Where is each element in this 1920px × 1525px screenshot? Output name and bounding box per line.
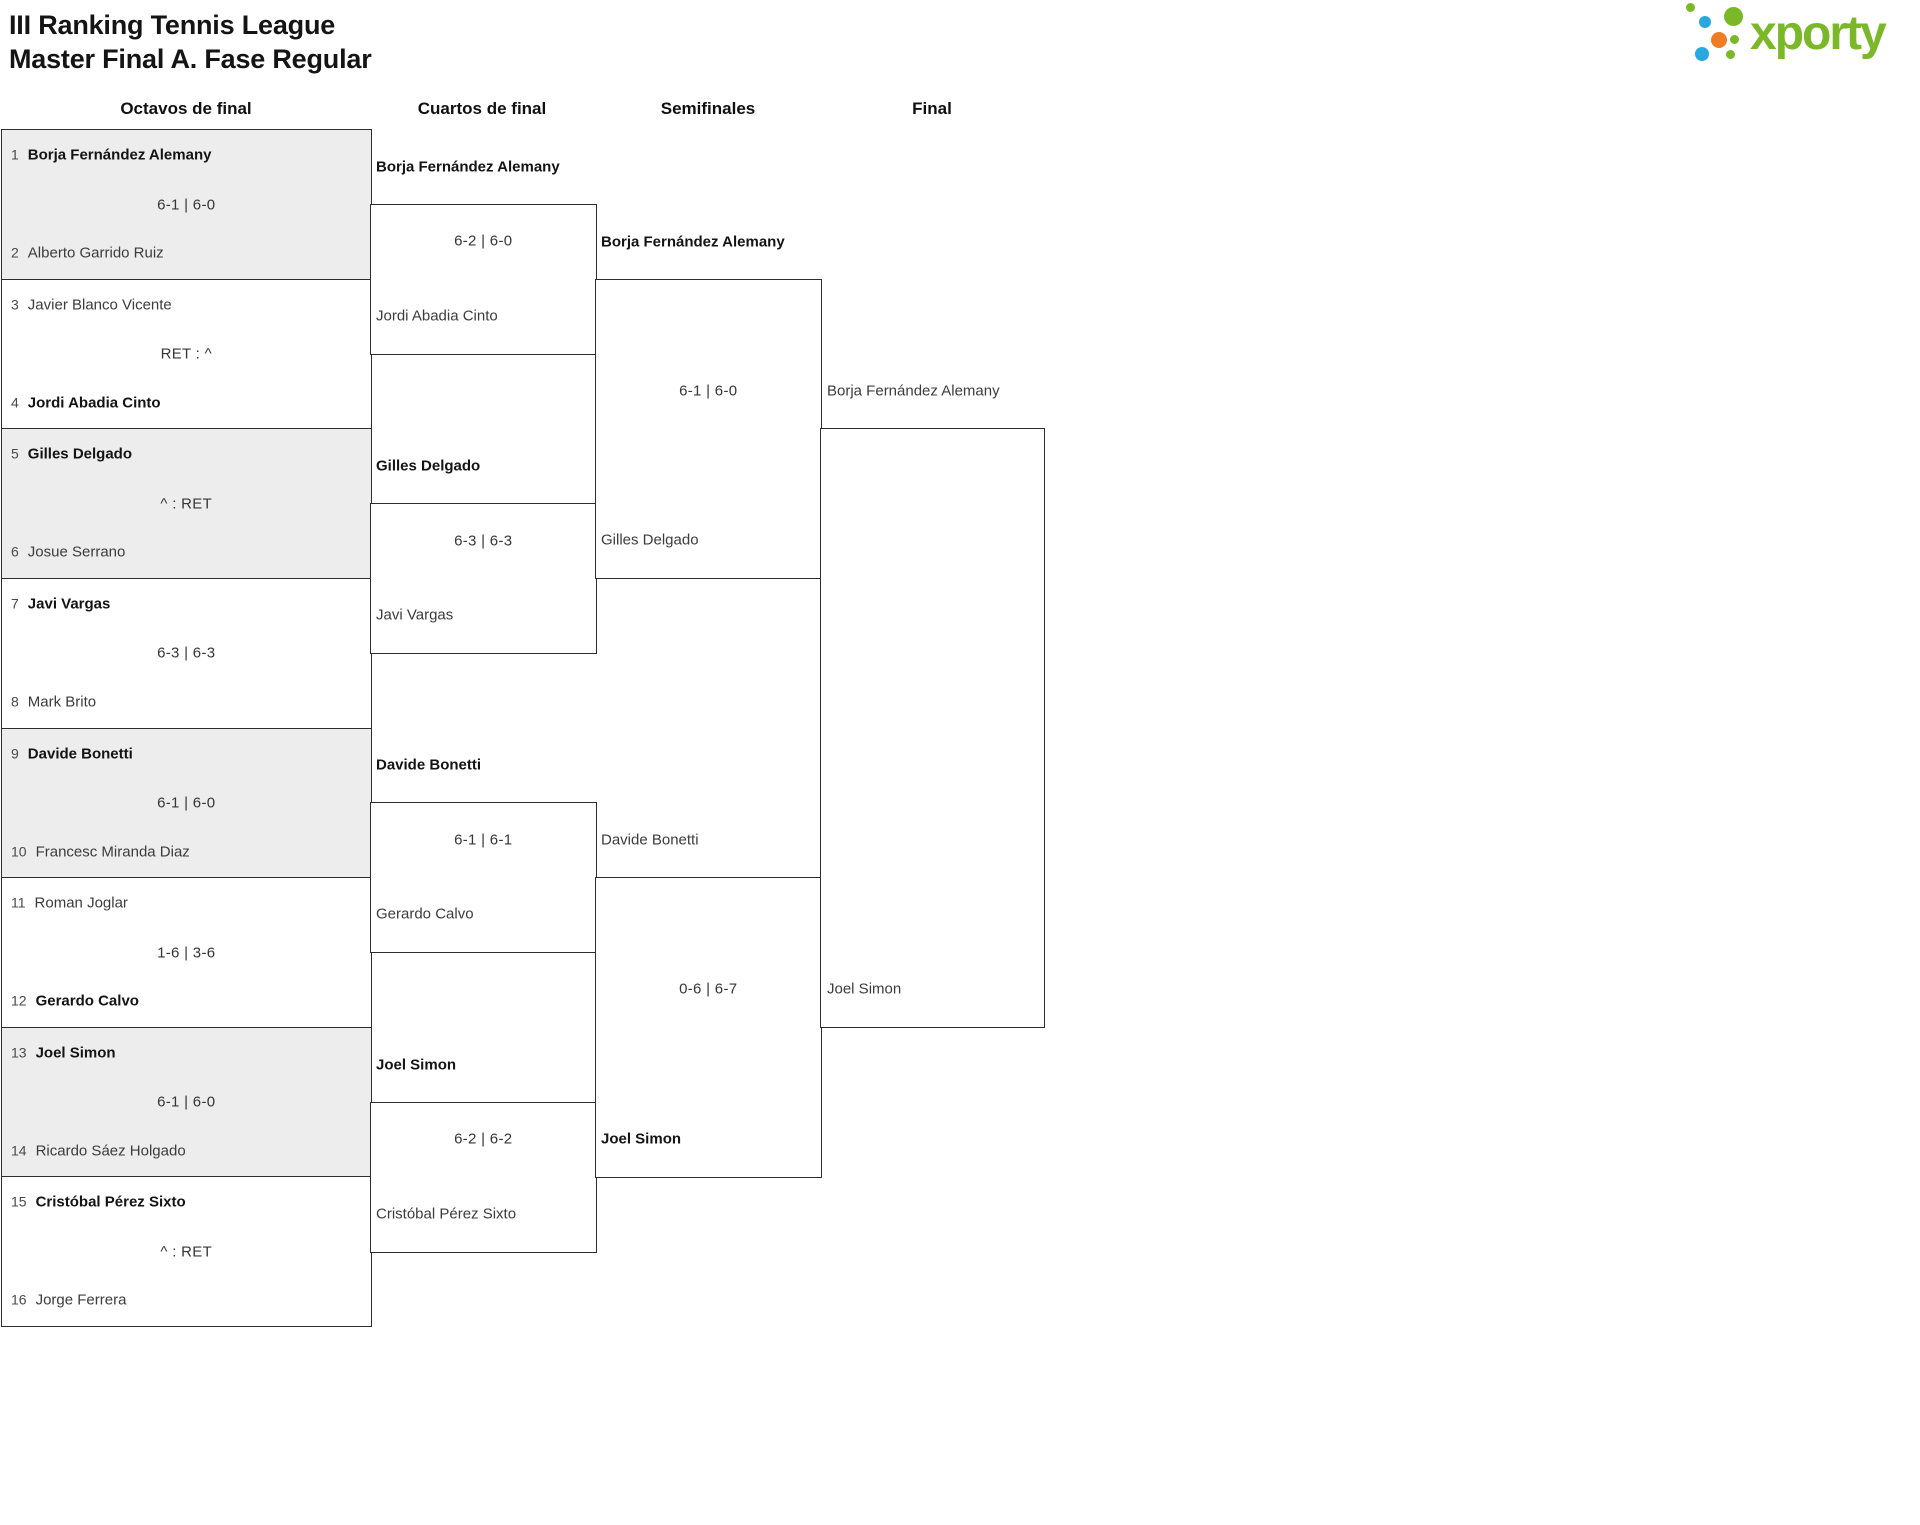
seed-number: 16: [11, 1291, 27, 1308]
player-name: Gilles Delgado: [376, 457, 481, 475]
player-name: Davide Bonetti: [376, 756, 482, 774]
match-score: 6-1 | 6-0: [157, 794, 216, 812]
logo-dot-icon: [1730, 35, 1739, 44]
seed-number: 6: [11, 543, 19, 560]
r16-match-5: 9 Davide Bonetti 6-1 | 6-0 10 Francesc Mir…: [1, 727, 372, 879]
logo-dot-icon: [1726, 50, 1735, 59]
match-score: 6-1 | 6-0: [679, 382, 738, 400]
logo-dot-icon: [1711, 32, 1727, 48]
logo-dot-icon: [1724, 7, 1743, 26]
qf-match-4: Joel Simon 6-2 | 6-2 Cristóbal Pérez Six…: [370, 1056, 597, 1253]
match-score: 6-1 | 6-0: [157, 196, 216, 213]
player-name: Francesc Miranda Diaz: [35, 843, 190, 860]
match-score: 6-3 | 6-3: [454, 532, 513, 550]
seed-number: 5: [11, 445, 19, 462]
r16-match-8: 15 Cristóbal Pérez Sixto ^ : RET 16 Jorge …: [1, 1176, 372, 1328]
final-match: Borja Fernández Alemany Joel Simon: [820, 383, 1045, 1029]
logo-dot-icon: [1686, 3, 1695, 12]
player-name: Davide Bonetti: [601, 831, 699, 849]
player-name: Gerardo Calvo: [35, 992, 139, 1010]
player-name: Gilles Delgado: [601, 531, 699, 549]
player-name: Joel Simon: [35, 1044, 116, 1062]
seed-number: 8: [11, 693, 19, 710]
match-score: 6-1 | 6-0: [157, 1093, 216, 1111]
player-name: Javi Vargas: [27, 595, 111, 613]
seed-number: 14: [11, 1142, 27, 1159]
seed-number: 9: [11, 745, 19, 761]
match-score: 0-6 | 6-7: [679, 980, 738, 998]
logo-dot-icon: [1699, 16, 1711, 28]
player-name: Jorge Ferrera: [35, 1291, 127, 1309]
seed-number: 7: [11, 595, 19, 612]
player-name: Borja Fernández Alemany: [376, 158, 560, 176]
qf-match-3: Davide Bonetti 6-1 | 6-1 Gerardo Calvo: [370, 757, 597, 954]
player-name: Davide Bonetti: [27, 745, 133, 762]
xporty-logo[interactable]: xporty: [1686, 2, 1920, 74]
player-name: Jordi Abadia Cinto: [27, 394, 161, 412]
player-name: Javier Blanco Vicente: [27, 296, 172, 314]
player-name: Joel Simon: [827, 980, 902, 998]
r16-match-6: 11 Roman Joglar 1-6 | 3-6 12 Gerardo Calvo: [1, 877, 372, 1029]
player-name: Roman Joglar: [34, 894, 128, 912]
player-name: Cristóbal Pérez Sixto: [376, 1205, 517, 1223]
match-score: ^ : RET: [160, 495, 213, 513]
r16-match-2: 3 Javier Blanco Vicente RET : ^ 4 Jordi Ab…: [1, 278, 372, 430]
seed-number: 3: [11, 296, 19, 313]
logo-wordmark: xporty: [1750, 7, 1887, 60]
qf-match-2: Gilles Delgado 6-3 | 6-3 Javi Vargas: [370, 458, 597, 655]
seed-number: 13: [11, 1044, 27, 1061]
match-score: 1-6 | 3-6: [157, 944, 216, 962]
seed-number: 2: [11, 244, 19, 261]
match-score: 6-1 | 6-1: [454, 831, 513, 849]
player-name: Borja Fernández Alemany: [601, 233, 785, 251]
sf-match-1: Borja Fernández Alemany 6-1 | 6-0 Gilles…: [595, 233, 822, 580]
player-name: Javi Vargas: [376, 606, 454, 624]
seed-number: 15: [11, 1193, 27, 1210]
seed-number: 1: [11, 146, 19, 163]
logo-dot-icon: [1695, 47, 1709, 61]
player-name: Borja Fernández Alemany: [27, 146, 212, 164]
match-score: 6-2 | 6-0: [454, 232, 513, 250]
qf-match-1: Borja Fernández Alemany 6-2 | 6-0 Jordi …: [370, 158, 597, 355]
player-name: Joel Simon: [376, 1056, 457, 1074]
seed-number: 12: [11, 992, 27, 1009]
header-final: Final: [912, 99, 952, 118]
player-name: Ricardo Sáez Holgado: [35, 1142, 186, 1160]
tournament-name: III Ranking Tennis League: [9, 10, 336, 40]
player-name: Josue Serrano: [27, 543, 126, 561]
tournament-phase: Master Final A. Fase Regular: [9, 44, 372, 74]
player-name: Gerardo Calvo: [376, 905, 474, 923]
header-octavos: Octavos de final: [120, 99, 252, 118]
r16-match-7: 13 Joel Simon 6-1 | 6-0 14 Ricardo Sáez Ho…: [1, 1026, 372, 1178]
player-name: Jordi Abadia Cinto: [376, 307, 498, 325]
match-score: 6-2 | 6-2: [454, 1130, 513, 1148]
header-semifinales: Semifinales: [660, 99, 756, 118]
player-name: Alberto Garrido Ruiz: [27, 244, 164, 262]
r16-match-4: 7 Javi Vargas 6-3 | 6-3 8 Mark Brito: [1, 577, 372, 729]
page-title: III Ranking Tennis League Master Final A…: [9, 8, 372, 76]
sf-match-2: Davide Bonetti 0-6 | 6-7 Joel Simon: [595, 832, 822, 1178]
r16-match-3: 5 Gilles Delgado ^ : RET 6 Josue Serrano: [1, 428, 372, 580]
seed-number: 4: [11, 394, 19, 411]
match-score: RET : ^: [160, 345, 212, 363]
player-name: Gilles Delgado: [27, 445, 132, 463]
seed-number: 10: [11, 843, 27, 859]
player-name: Cristóbal Pérez Sixto: [35, 1193, 186, 1211]
header-cuartos: Cuartos de final: [417, 99, 547, 118]
match-score: ^ : RET: [160, 1243, 213, 1261]
match-score: 6-3 | 6-3: [157, 644, 216, 662]
player-name: Mark Brito: [27, 693, 97, 711]
player-name: Borja Fernández Alemany: [827, 382, 1000, 400]
player-name: Joel Simon: [601, 1130, 682, 1148]
seed-number: 11: [11, 894, 26, 911]
r16-match-1: 1 Borja Fernández Alemany 6-1 | 6-0 2 Albe…: [1, 129, 372, 280]
